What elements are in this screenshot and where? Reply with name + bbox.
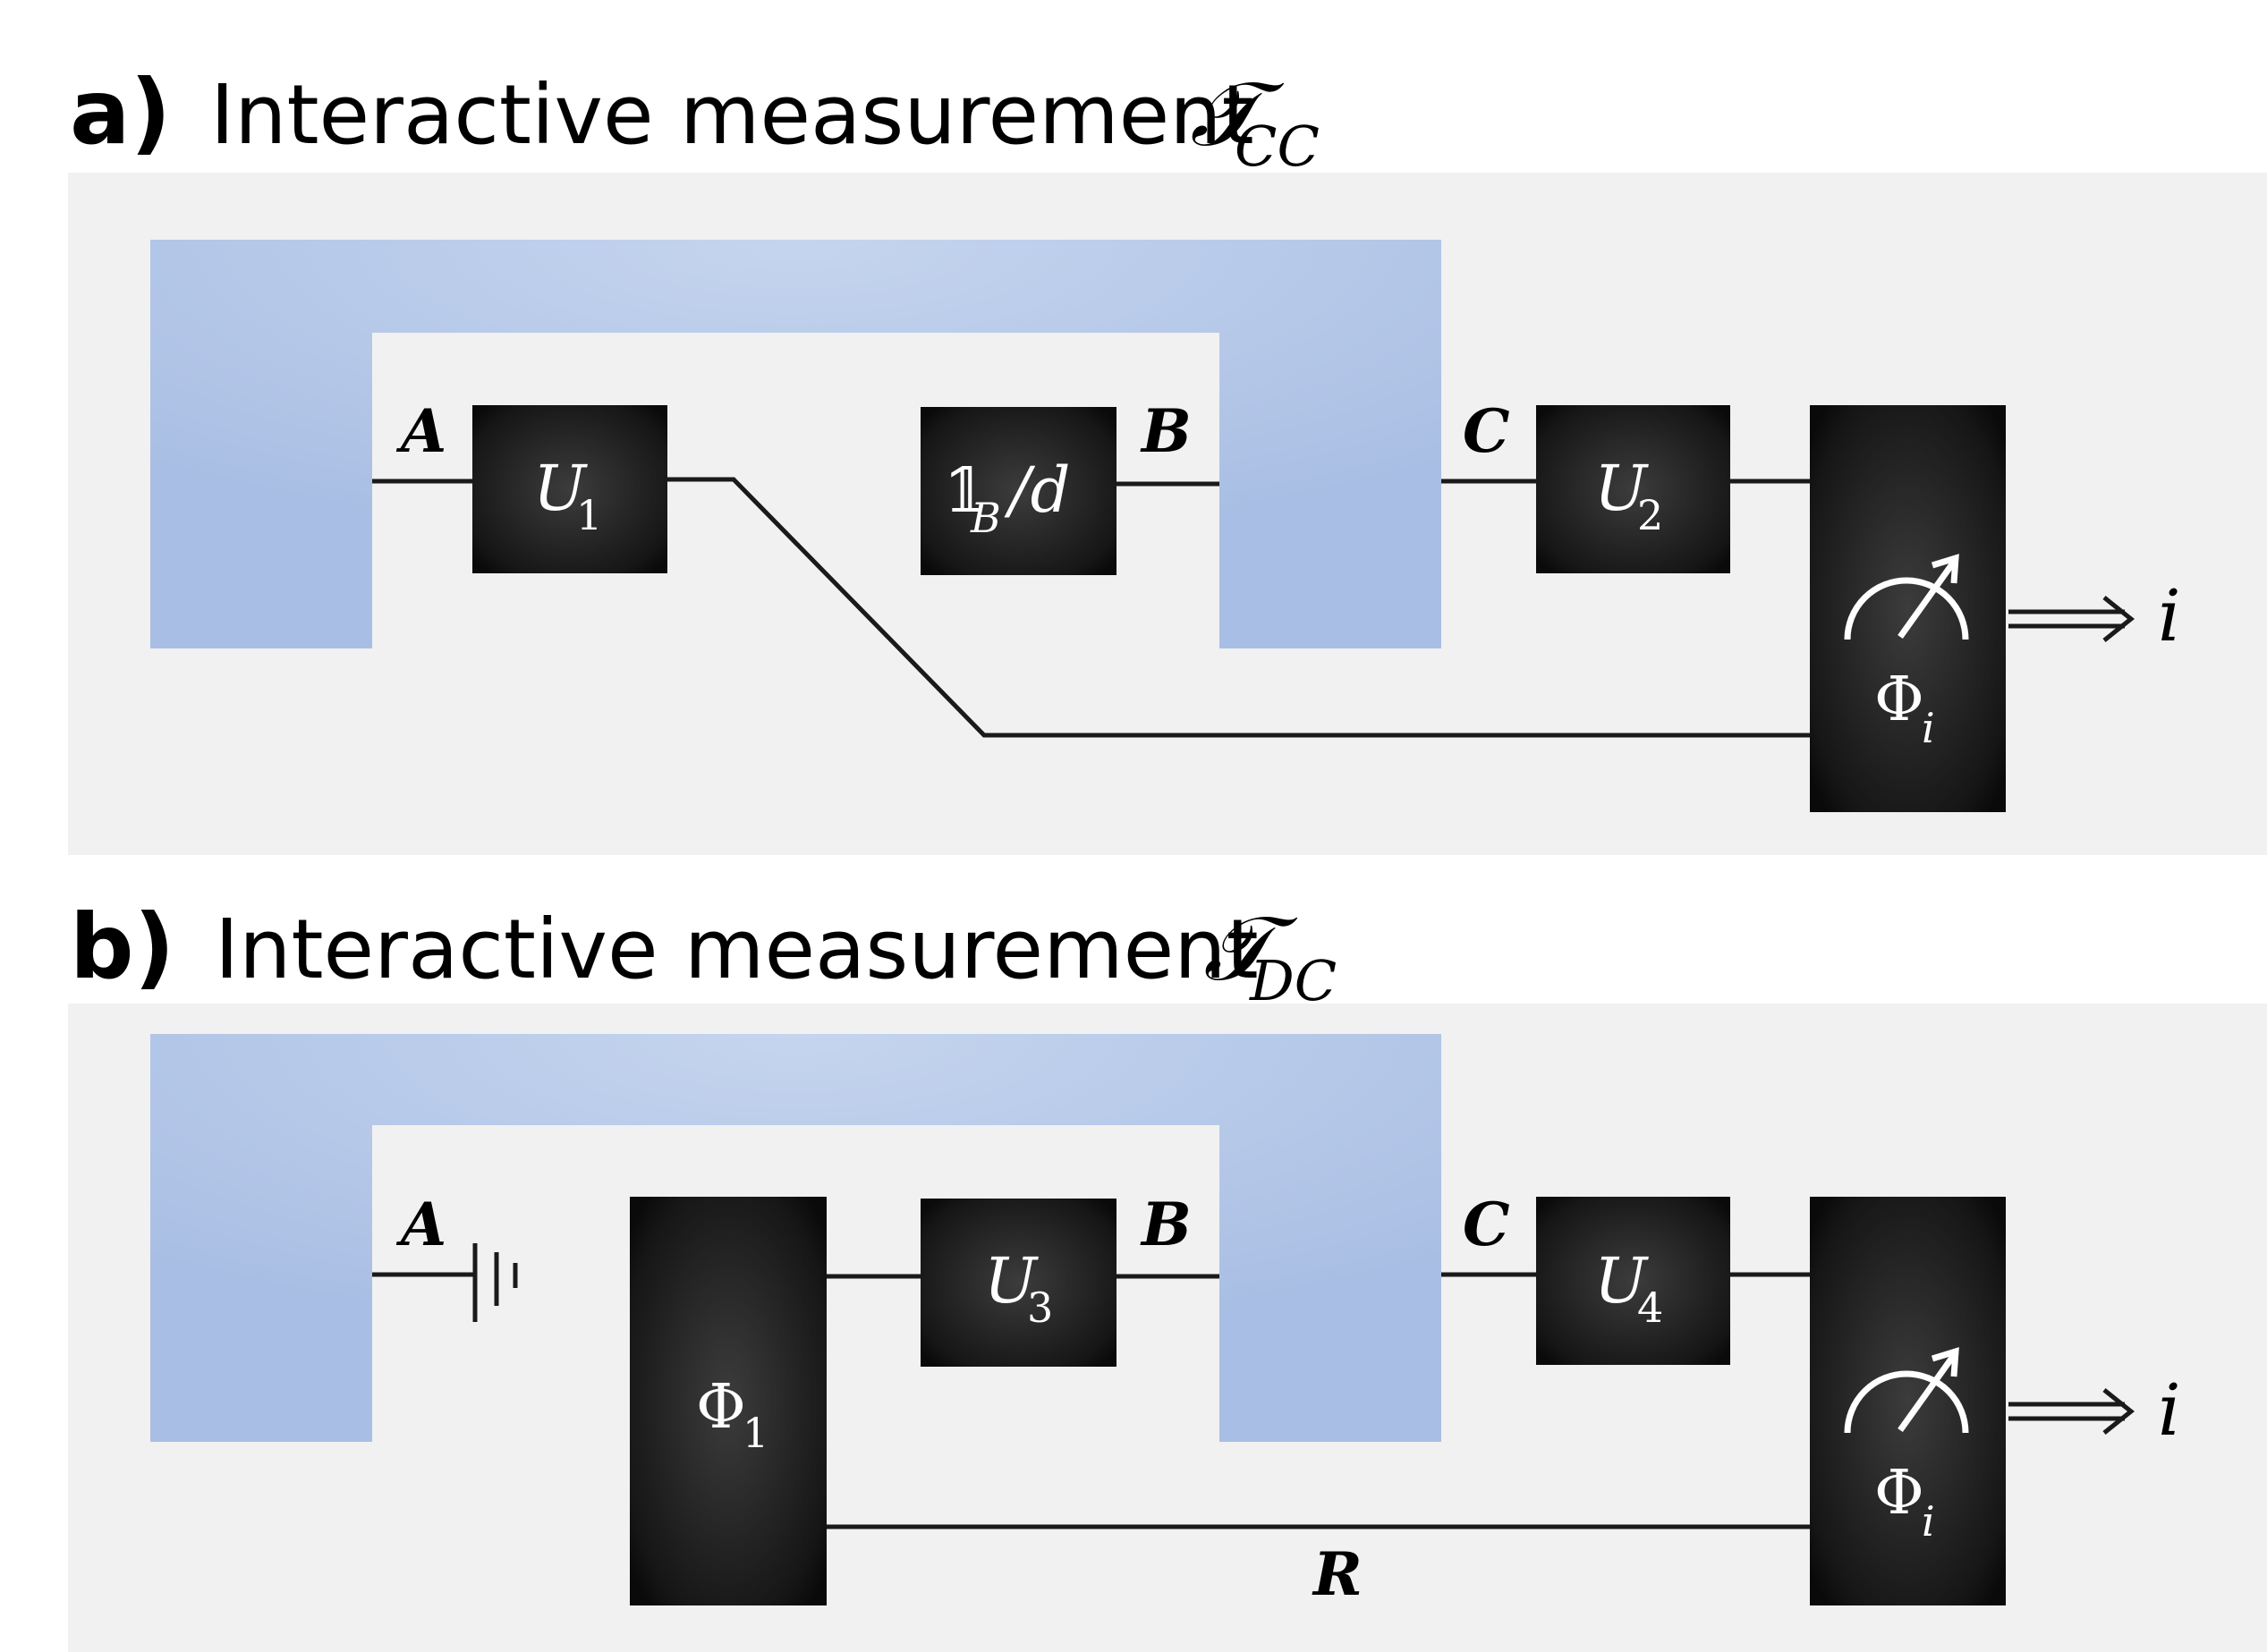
gate-Phi1-main: Φ: [696, 1372, 746, 1443]
gate-identity-main: 𝟙: [944, 456, 986, 527]
panel-a-measurement: Φ i: [1810, 405, 2006, 812]
panel-b-measurement: Φ i: [1810, 1197, 2006, 1605]
gate-box: [630, 1197, 827, 1605]
gate-identity-tail: /d: [1004, 453, 1070, 527]
gate-U4-main: U: [1594, 1244, 1649, 1317]
panel-b-title: b) Interactive measurement 𝒯 DC: [70, 894, 1337, 1013]
measurement-phi: Φ: [1874, 1458, 1924, 1529]
panel-b-label-B: B: [1140, 1190, 1192, 1259]
gate-box: [1536, 1197, 1730, 1365]
meter-icon: [1844, 1347, 1969, 1434]
panel-a-gate-identity: 𝟙 B /d: [921, 407, 1117, 575]
panel-a-label-B: B: [1140, 396, 1192, 466]
gate-Phi1-sub: 1: [743, 1409, 768, 1457]
panel-b-label-A: A: [395, 1190, 446, 1259]
panel-b-gate-U4: U 4: [1536, 1197, 1730, 1365]
panel-a-comb: [150, 240, 1441, 648]
measurement-box: [1810, 405, 2006, 812]
gate-U3-sub: 3: [1027, 1283, 1053, 1332]
panel-b-gate-U3: U 3: [921, 1199, 1117, 1367]
panel-a-label-A: A: [395, 396, 446, 466]
panel-a: a) Interactive measurement 𝒯 CC A B C U …: [68, 60, 2267, 855]
gate-U2-main: U: [1594, 452, 1649, 525]
panel-b-output-label: i: [2158, 1368, 2181, 1452]
gate-box: [921, 407, 1117, 575]
panel-a-title: a) Interactive measurement 𝒯 CC: [70, 60, 1320, 179]
measurement-box: [1810, 1197, 2006, 1605]
panel-a-gate-U2: U 2: [1536, 405, 1730, 573]
panel-b-letter: b): [70, 894, 174, 999]
panel-b-comb: [150, 1034, 1441, 1442]
panel-a-output-label: i: [2158, 574, 2181, 657]
meter-icon: [1844, 554, 1969, 640]
panel-b-symbol-sub: DC: [1249, 948, 1337, 1013]
gate-box: [921, 1199, 1117, 1367]
panel-a-output-arrow: [2008, 596, 2135, 642]
panel-b-gate-Phi1: Φ 1: [630, 1197, 827, 1605]
measurement-phi-sub: i: [1922, 704, 1935, 752]
panel-a-letter: a): [70, 60, 171, 165]
panel-a-label-C: C: [1463, 396, 1510, 466]
measurement-phi: Φ: [1874, 665, 1924, 735]
gate-box: [1536, 405, 1730, 573]
panel-b-title-text: Interactive measurement: [215, 902, 1259, 997]
panel-b: b) Interactive measurement 𝒯 DC A B C R: [68, 894, 2267, 1652]
gate-U2-sub: 2: [1637, 491, 1663, 539]
gate-U1-sub: 1: [576, 491, 602, 539]
panel-b-output-arrow: [2008, 1388, 2135, 1435]
gate-box: [472, 405, 667, 573]
gate-U3-main: U: [984, 1244, 1039, 1317]
panel-a-symbol-sub: CC: [1235, 114, 1320, 179]
panel-a-gate-U1: U 1: [472, 405, 667, 573]
ground-icon: [472, 1243, 518, 1322]
measurement-phi-sub: i: [1922, 1497, 1935, 1546]
gate-U1-main: U: [533, 452, 588, 525]
panel-b-label-R: R: [1312, 1539, 1363, 1609]
panel-b-label-C: C: [1463, 1190, 1510, 1259]
gate-U4-sub: 4: [1637, 1283, 1663, 1332]
panel-a-title-text: Interactive measurement: [210, 67, 1254, 163]
panel-a-wire-U1-to-measure: [667, 477, 1810, 738]
gate-identity-sub: B: [970, 494, 1001, 542]
